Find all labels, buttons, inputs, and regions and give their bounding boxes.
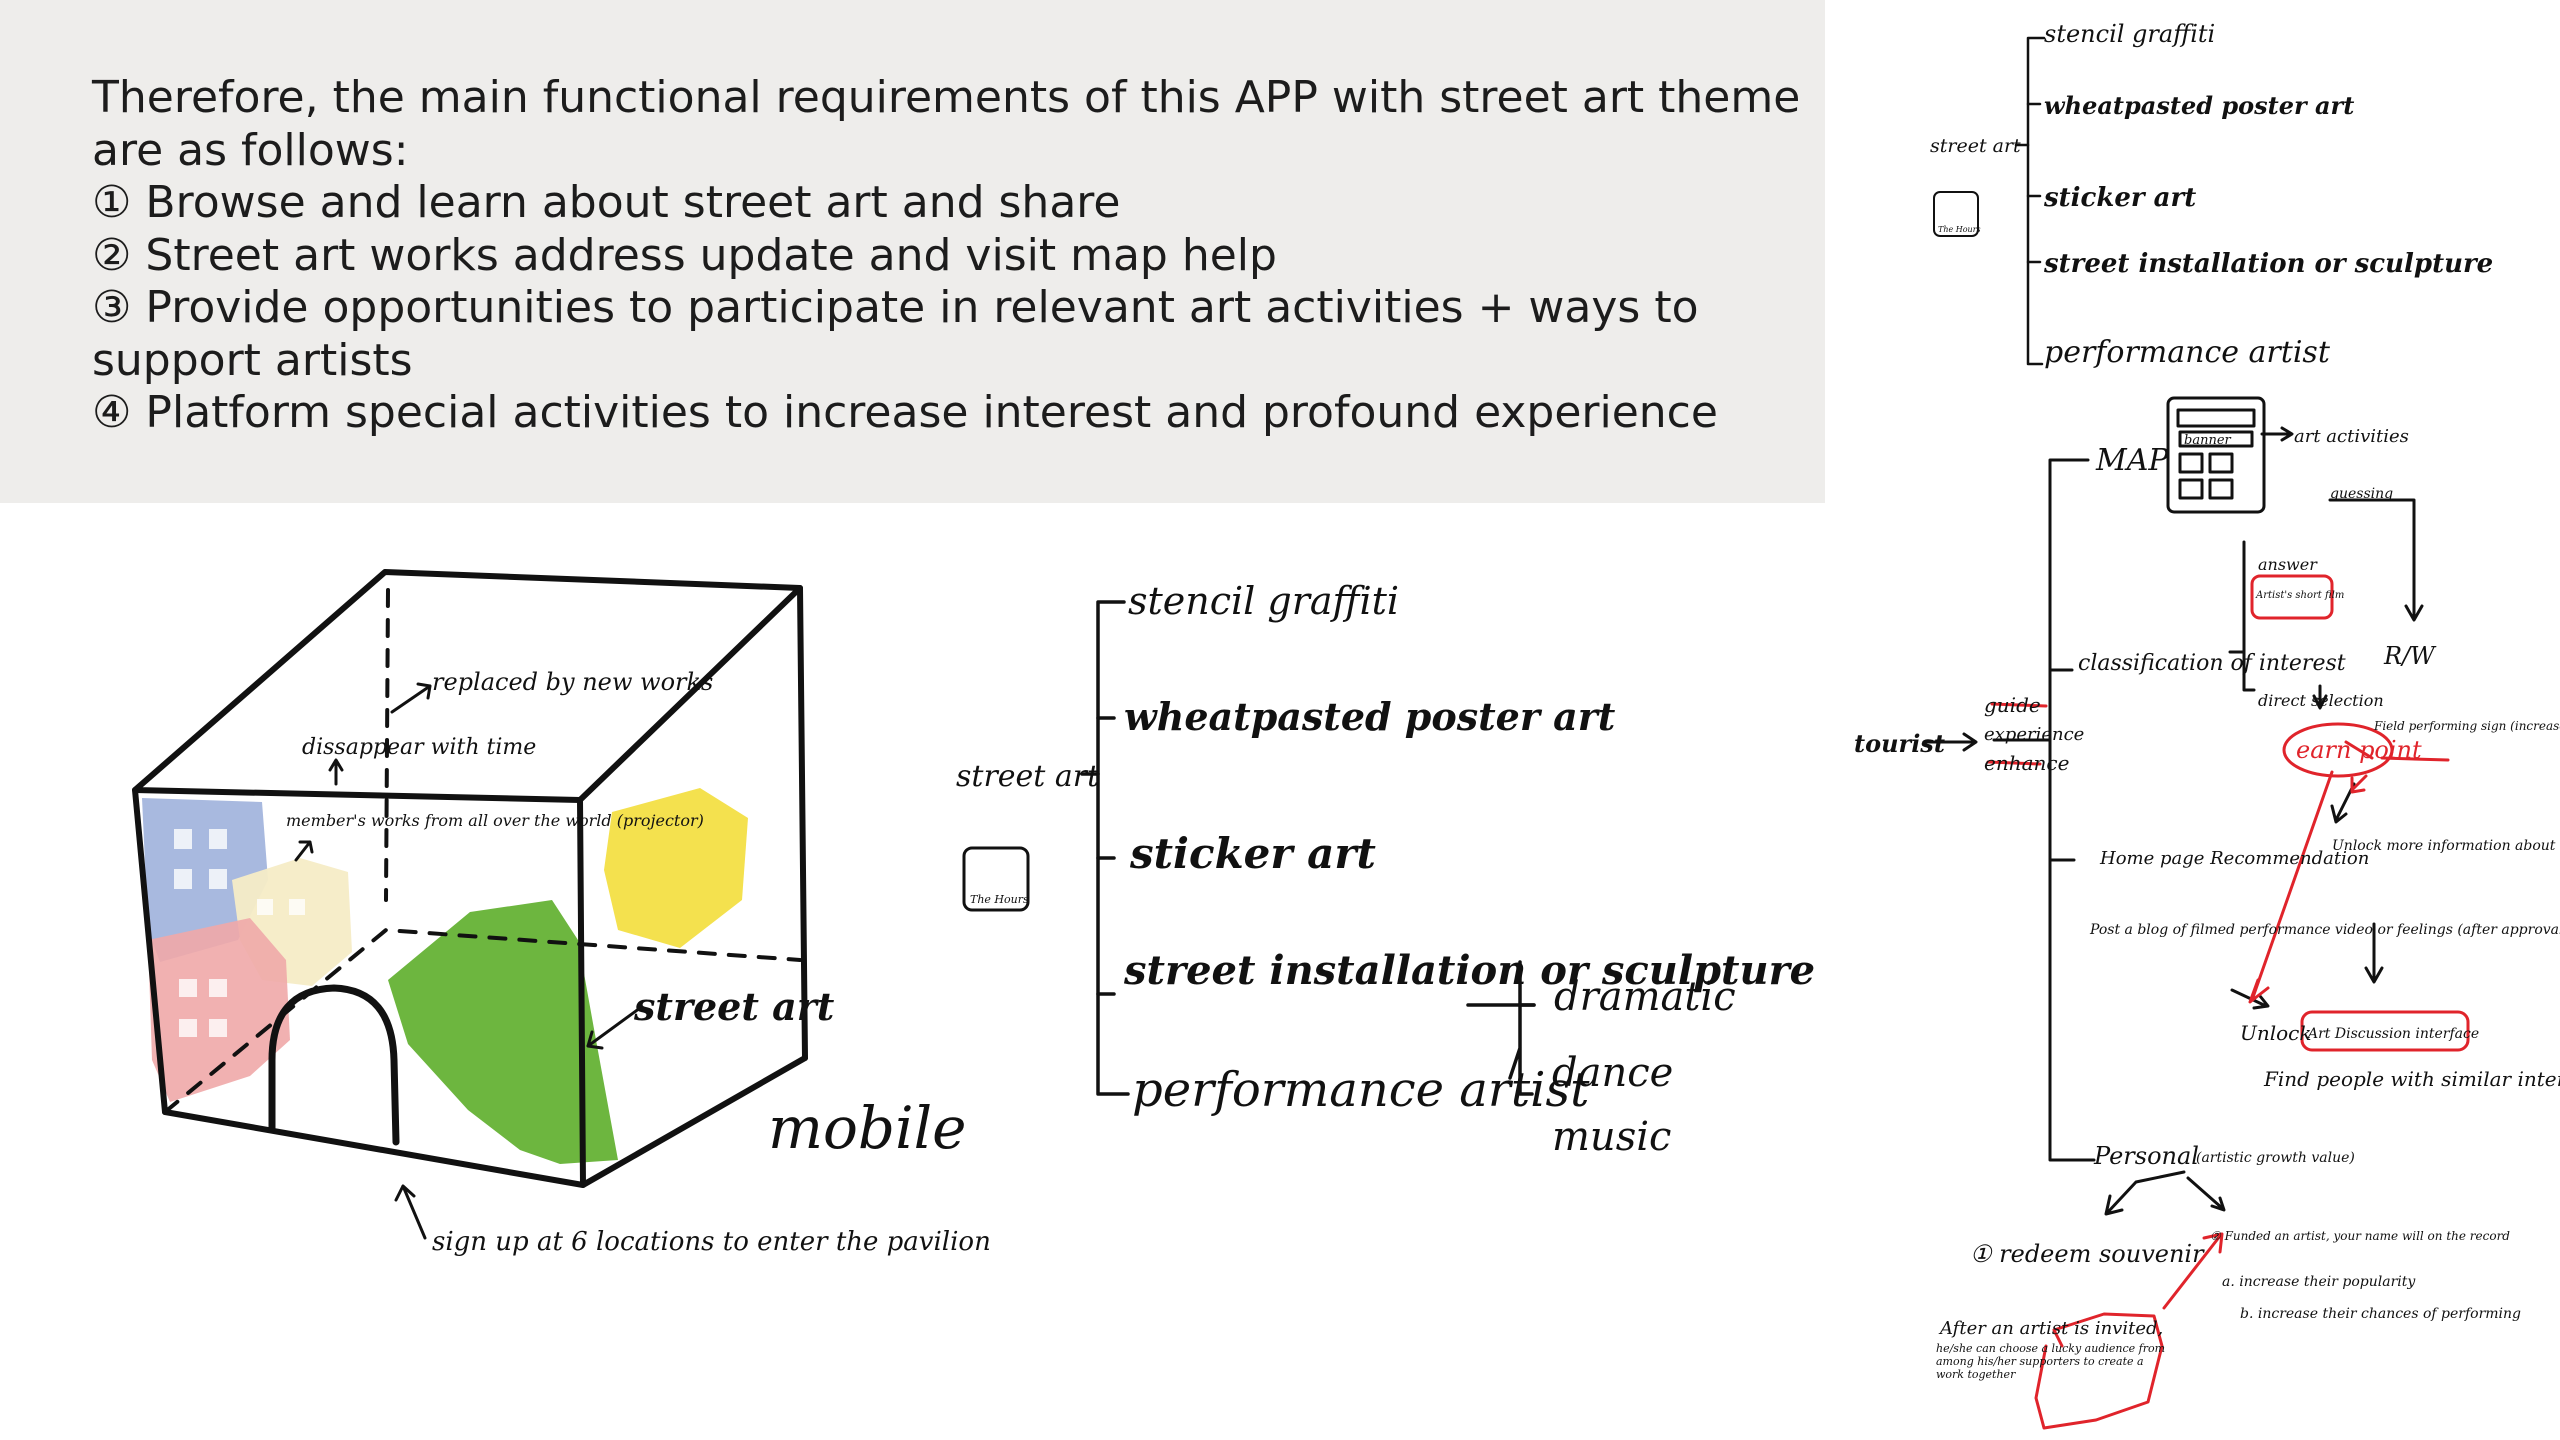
signup-label: sign up at 6 locations to enter the pavi… bbox=[432, 1227, 991, 1257]
guide-label: guide bbox=[1984, 693, 2041, 717]
performance-music: music bbox=[1552, 1114, 1671, 1160]
branch-sticker: sticker art bbox=[1129, 829, 1376, 878]
artist-short-film-label: Artist's short film bbox=[2255, 590, 2344, 601]
red-highlights bbox=[1986, 574, 2470, 1430]
small-branch-wheatpasted: wheatpasted poster art bbox=[2044, 91, 2354, 120]
small-tree-root: street art bbox=[1930, 135, 2021, 157]
pink-blob bbox=[148, 918, 290, 1102]
pavilion-arrows bbox=[294, 682, 642, 1240]
the-hours-logo-icon bbox=[962, 846, 1030, 912]
small-branch-installation: street installation or sculpture bbox=[2043, 249, 2493, 279]
small-logo-icon bbox=[1933, 191, 1979, 237]
street-art-label: street art bbox=[633, 984, 835, 1029]
street-art-tree: street art The Hours stencil graffiti wh… bbox=[956, 579, 1815, 1160]
arch-door bbox=[268, 984, 400, 1146]
funded-b-label: b. increase their chances of performing bbox=[2240, 1306, 2521, 1322]
requirements-intro: Therefore, the main functional requireme… bbox=[92, 72, 1801, 176]
funded-a-label: a. increase their popularity bbox=[2222, 1274, 2416, 1290]
middle-tree-logo-label: The Hours bbox=[970, 893, 1029, 906]
green-blob bbox=[388, 900, 618, 1164]
flow-lines bbox=[1922, 426, 2424, 1216]
personal-label: Personal bbox=[2093, 1142, 2199, 1170]
blob-squares bbox=[174, 829, 305, 1037]
branch-installation: street installation or sculpture bbox=[1123, 947, 1815, 994]
after-invited-label: After an artist is invited, bbox=[1938, 1318, 2163, 1339]
replaced-label: replaced by new works bbox=[432, 668, 713, 696]
answer-label: answer bbox=[2258, 555, 2318, 574]
classification-label: classification of interest bbox=[2078, 651, 2346, 676]
personal-note-label: (artistic growth value) bbox=[2196, 1150, 2355, 1166]
small-tree-bracket bbox=[2014, 36, 2046, 366]
branch-stencil: stencil graffiti bbox=[1128, 579, 1399, 623]
requirement-item-1: ① Browse and learn about street art and … bbox=[92, 177, 1121, 228]
small-branch-stencil: stencil graffiti bbox=[2044, 20, 2215, 48]
unlock-more-label: Unlock more information about the artist… bbox=[2332, 838, 2560, 854]
direct-selection-label: direct selection bbox=[2258, 691, 2384, 710]
map-phone-sketch bbox=[2166, 396, 2266, 514]
art-activities-label: art activities bbox=[2294, 426, 2409, 447]
after-invited-detail: he/she can choose a lucky audience from … bbox=[1936, 1342, 2166, 1381]
earn-point-label: earn point bbox=[2296, 736, 2422, 764]
find-people-label: Find people with similar interests bbox=[2263, 1067, 2560, 1091]
app-flow: street art The Hours stencil graffiti wh… bbox=[1854, 20, 2560, 1430]
after-invited-detail-box: he/she can choose a lucky audience from … bbox=[1936, 1342, 2166, 1381]
small-branch-sticker: sticker art bbox=[2043, 183, 2196, 213]
enhance-label: enhance bbox=[1984, 751, 2069, 775]
mobile-label: mobile bbox=[768, 1094, 966, 1162]
map-label: MAP bbox=[2095, 443, 2169, 478]
post-blog-label: Post a blog of filmed performance video … bbox=[2089, 922, 2560, 938]
experience-label: experience bbox=[1984, 724, 2084, 745]
yellow-blob bbox=[604, 788, 748, 948]
tree-bracket bbox=[1080, 600, 1536, 1096]
members-label: member's works from all over the world (… bbox=[286, 811, 704, 830]
branch-wheatpasted: wheatpasted poster art bbox=[1124, 694, 1616, 739]
field-sign-label: Field performing sign (increase the popu… bbox=[2373, 719, 2560, 733]
home-page-label: Home page Recommendation bbox=[2099, 848, 2369, 869]
small-tree-logo-label: The Hours bbox=[1938, 225, 1981, 234]
rw-label: R/W bbox=[2383, 642, 2437, 670]
branch-performance: performance artist bbox=[1132, 1062, 1590, 1118]
requirements-panel: Therefore, the main functional requireme… bbox=[0, 0, 1825, 503]
middle-tree-root: street art bbox=[956, 759, 1100, 794]
performance-dance: dance bbox=[1552, 1050, 1673, 1096]
funded-label: ② Funded an artist, your name will on th… bbox=[2210, 1229, 2510, 1243]
pavilion-sketch: replaced by new works dissappear with ti… bbox=[132, 569, 991, 1257]
requirements-text: Therefore, the main functional requireme… bbox=[92, 72, 1812, 440]
cube-hidden-edges bbox=[163, 588, 802, 1114]
performance-dramatic: dramatic bbox=[1554, 974, 1736, 1020]
requirement-item-4: ④ Platform special activities to increas… bbox=[92, 387, 1718, 438]
art-discussion-label: Art Discussion interface bbox=[2306, 1026, 2479, 1042]
requirement-item-2: ② Street art works address update and vi… bbox=[92, 229, 1277, 281]
cube-outline bbox=[132, 569, 808, 1188]
guessing-label: guessing bbox=[2330, 486, 2393, 502]
redeem-label: ① redeem souvenir bbox=[1970, 1240, 2205, 1268]
disappear-label: dissappear with time bbox=[302, 735, 536, 760]
requirement-item-3: ③ Provide opportunities to participate i… bbox=[92, 282, 1699, 386]
small-branch-performance: performance artist bbox=[2044, 335, 2331, 370]
banner-label: banner bbox=[2184, 433, 2232, 448]
tourist-label: tourist bbox=[1854, 729, 1945, 758]
unlock-label: Unlock bbox=[2240, 1021, 2312, 1045]
